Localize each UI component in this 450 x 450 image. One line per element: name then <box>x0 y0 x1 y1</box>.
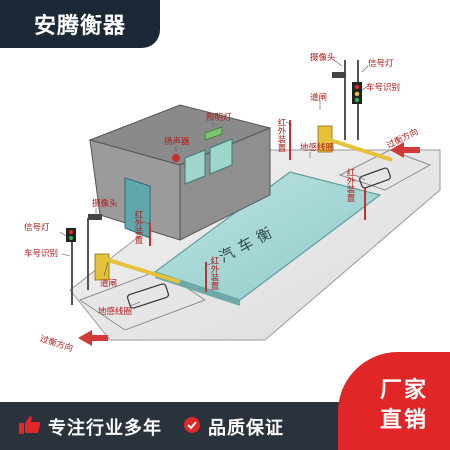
label-plate-recognition-left: 车号识别 <box>24 248 58 259</box>
thumbs-up-icon <box>19 416 40 434</box>
signal-green-dot-right <box>354 97 360 103</box>
camera-right-device <box>332 72 346 78</box>
label-infrared-left: 红外装置 <box>133 209 143 244</box>
signal-light-left-device <box>66 228 76 242</box>
label-camera-right: 摄像头 <box>310 52 336 63</box>
label-ground-coil-right: 地感线圈 <box>300 142 334 153</box>
factory-direct-badge <box>338 352 450 450</box>
signal-red-dot-right <box>354 84 360 90</box>
badge-line-1: 厂家 <box>380 378 429 403</box>
barrier-left-post <box>94 253 110 281</box>
camera-left-device <box>88 214 102 220</box>
footer-promise: 品质保证 <box>208 418 284 439</box>
ground-coil-right-shape <box>359 167 391 189</box>
label-loudspeaker: 扬声器 <box>164 136 190 147</box>
left-ramp <box>78 269 207 331</box>
label-plate-recognition-right: 车号识别 <box>366 82 400 93</box>
booth-window-2 <box>209 138 233 175</box>
label-infrared-right-top: 红外装置 <box>276 117 286 152</box>
brand-header: 安腾衡器 <box>0 0 160 48</box>
label-infrared-right-mid: 红外装置 <box>345 167 355 202</box>
footer-slogan: 专注行业多年 <box>48 418 162 439</box>
leader-lines <box>59 59 369 307</box>
signal-yellow-dot-right <box>354 91 360 97</box>
label-ground-coil-left: 地感线圈 <box>98 306 132 317</box>
signal-red-dot-left <box>69 230 73 234</box>
quality-seal-icon <box>184 417 200 433</box>
label-lighting: 照明灯 <box>206 112 232 123</box>
signal-green-dot-left <box>69 236 73 240</box>
direction-arrow-left <box>78 330 108 346</box>
ground-coil-left-shape <box>126 283 170 309</box>
label-barrier-right: 道闸 <box>310 92 327 103</box>
lighting-fixture <box>204 126 223 141</box>
barrier-right-arm <box>329 138 393 162</box>
label-signal-light-left: 信号灯 <box>24 222 50 233</box>
label-infrared-center: 红外装置 <box>209 255 219 290</box>
brand-name: 安腾衡器 <box>33 14 126 39</box>
loudspeaker-device <box>172 154 180 162</box>
label-direction-left: 过衡方向 <box>39 333 75 354</box>
badge-line-2: 直销 <box>380 408 429 433</box>
label-camera-left: 摄像头 <box>92 198 118 209</box>
booth-window-1 <box>184 149 206 185</box>
label-barrier-left: 道闸 <box>100 278 117 289</box>
direction-arrow-right <box>390 142 420 158</box>
label-signal-light-right: 信号灯 <box>368 58 394 69</box>
barrier-left-arm <box>107 258 181 284</box>
right-ramp <box>338 149 432 191</box>
